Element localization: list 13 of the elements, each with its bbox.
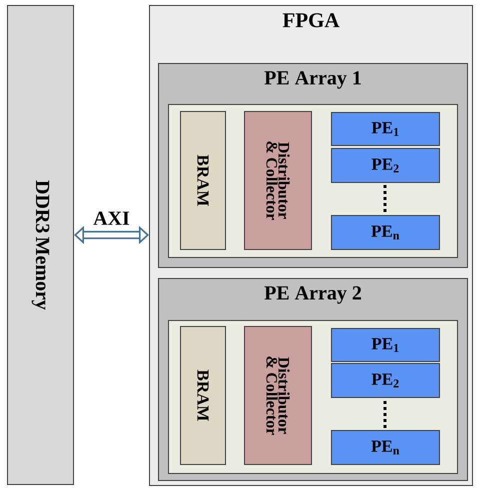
double-arrow <box>74 226 149 244</box>
bram-box: BRAM <box>180 111 226 250</box>
pe-box: PE$_{1}$ <box>331 328 440 362</box>
edge-label: AXI <box>92 210 131 226</box>
memory-bar: DDR3 Memory <box>7 5 74 485</box>
bram-box: BRAM <box>180 326 226 465</box>
pe-box: PE$_{n}$ <box>331 215 440 250</box>
pe-box: PE$_{1}$ <box>331 112 440 146</box>
pe-box: PE$_{n}$ <box>331 430 440 465</box>
pe-box: PE$_{2}$ <box>331 363 440 398</box>
distributor-collector-box: Distributor & Collector <box>244 326 312 465</box>
distributor-collector-box: Distributor & Collector <box>244 111 312 250</box>
pe-box: PE$_{2}$ <box>331 148 440 183</box>
